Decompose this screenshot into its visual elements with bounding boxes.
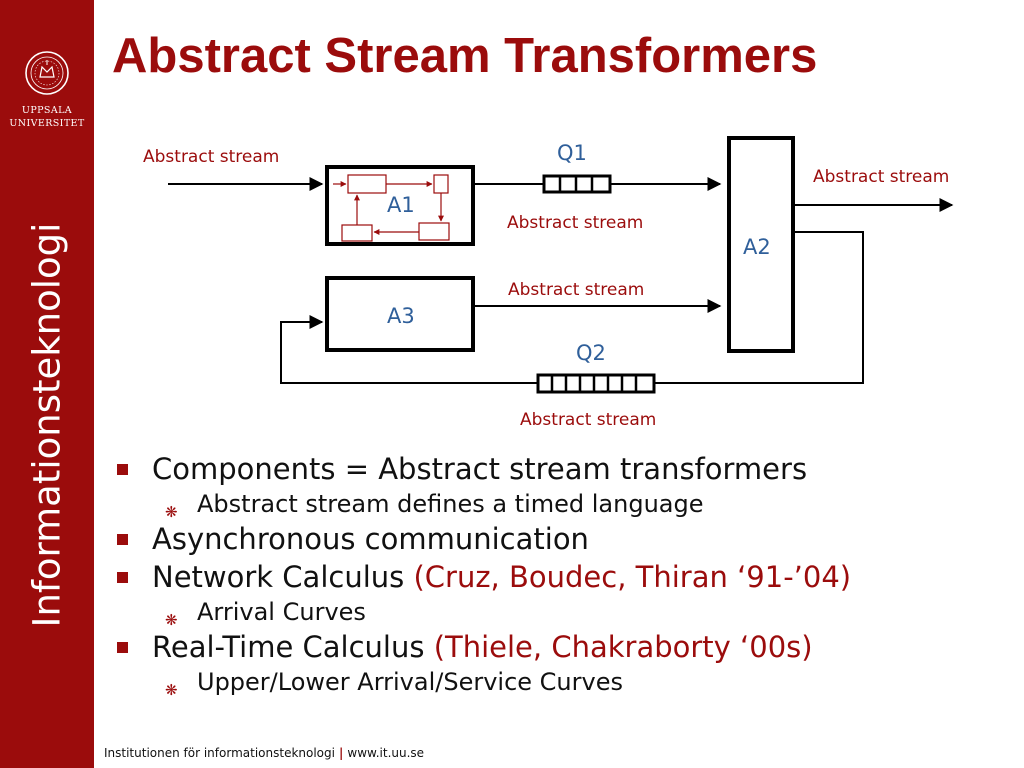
feedback-stream-label: Abstract stream <box>520 410 656 430</box>
bullet-text: Components = Abstract stream transformer… <box>152 452 808 486</box>
bullet-item: Asynchronous communication <box>112 520 1004 558</box>
square-bullet-icon <box>117 572 128 583</box>
sub-bullet-text: Upper/Lower Arrival/Service Curves <box>197 668 623 696</box>
flower-bullet-icon: ❋ <box>165 503 178 521</box>
bullet-text: Asynchronous communication <box>152 522 589 556</box>
bullet-item: Real-Time Calculus (Thiele, Chakraborty … <box>112 628 1004 666</box>
flower-bullet-icon: ❋ <box>165 611 178 629</box>
sub-bullet-text: Abstract stream defines a timed language <box>197 490 704 518</box>
university-name-line2: UNIVERSITET <box>9 118 85 129</box>
sidebar: UPPSALA UNIVERSITET Informationsteknolog… <box>0 0 94 768</box>
bullet-citation: (Thiele, Chakraborty ‘00s) <box>433 630 813 664</box>
a2-output-label: Abstract stream <box>813 167 949 187</box>
a3-stream-label: Abstract stream <box>508 280 644 300</box>
sub-bullet-item: ❋ Upper/Lower Arrival/Service Curves <box>112 662 1004 702</box>
queue-q2-label: Q2 <box>576 341 606 365</box>
slide-title: Abstract Stream Transformers <box>112 29 818 83</box>
queue-q1-label: Q1 <box>557 141 587 165</box>
square-bullet-icon <box>117 642 128 653</box>
footer: Institutionen för informationsteknologi|… <box>104 746 424 760</box>
university-seal-icon <box>25 51 69 95</box>
footer-separator: | <box>338 746 344 760</box>
bullet-text: Real-Time Calculus <box>152 630 434 664</box>
queue-q2-slots <box>550 375 638 392</box>
university-name-line1: UPPSALA <box>21 105 73 116</box>
bullet-list: Components = Abstract stream transformer… <box>112 450 1004 699</box>
block-a2 <box>727 136 795 353</box>
block-a1-label: A1 <box>387 193 415 217</box>
bullet-item: Network Calculus (Cruz, Boudec, Thiran ‘… <box>112 558 1004 596</box>
footer-institution: Institutionen för informationsteknologi <box>104 746 335 760</box>
footer-url[interactable]: www.it.uu.se <box>347 746 425 760</box>
sub-bullet-item: ❋ Abstract stream defines a timed langua… <box>112 484 1004 524</box>
block-a3-label: A3 <box>387 304 415 328</box>
queue-q1-slots <box>558 176 594 192</box>
stream-diagram: Abstract stream A1 Q1 Abstract stream A2… <box>143 136 954 430</box>
square-bullet-icon <box>117 534 128 545</box>
bullet-text: Network Calculus <box>152 560 414 594</box>
block-a2-label: A2 <box>743 235 771 259</box>
a1-internal-structure <box>333 174 450 242</box>
a1-stream-label: Abstract stream <box>507 213 643 233</box>
block-a3 <box>325 276 475 352</box>
sub-bullet-text: Arrival Curves <box>197 598 366 626</box>
sub-bullet-item: ❋ Arrival Curves <box>112 592 1004 632</box>
input-stream-label: Abstract stream <box>143 147 279 167</box>
bullet-citation: (Cruz, Boudec, Thiran ‘91-’04) <box>413 560 852 594</box>
square-bullet-icon <box>117 464 128 475</box>
flower-bullet-icon: ❋ <box>165 681 178 699</box>
bullet-item: Components = Abstract stream transformer… <box>112 450 1004 488</box>
